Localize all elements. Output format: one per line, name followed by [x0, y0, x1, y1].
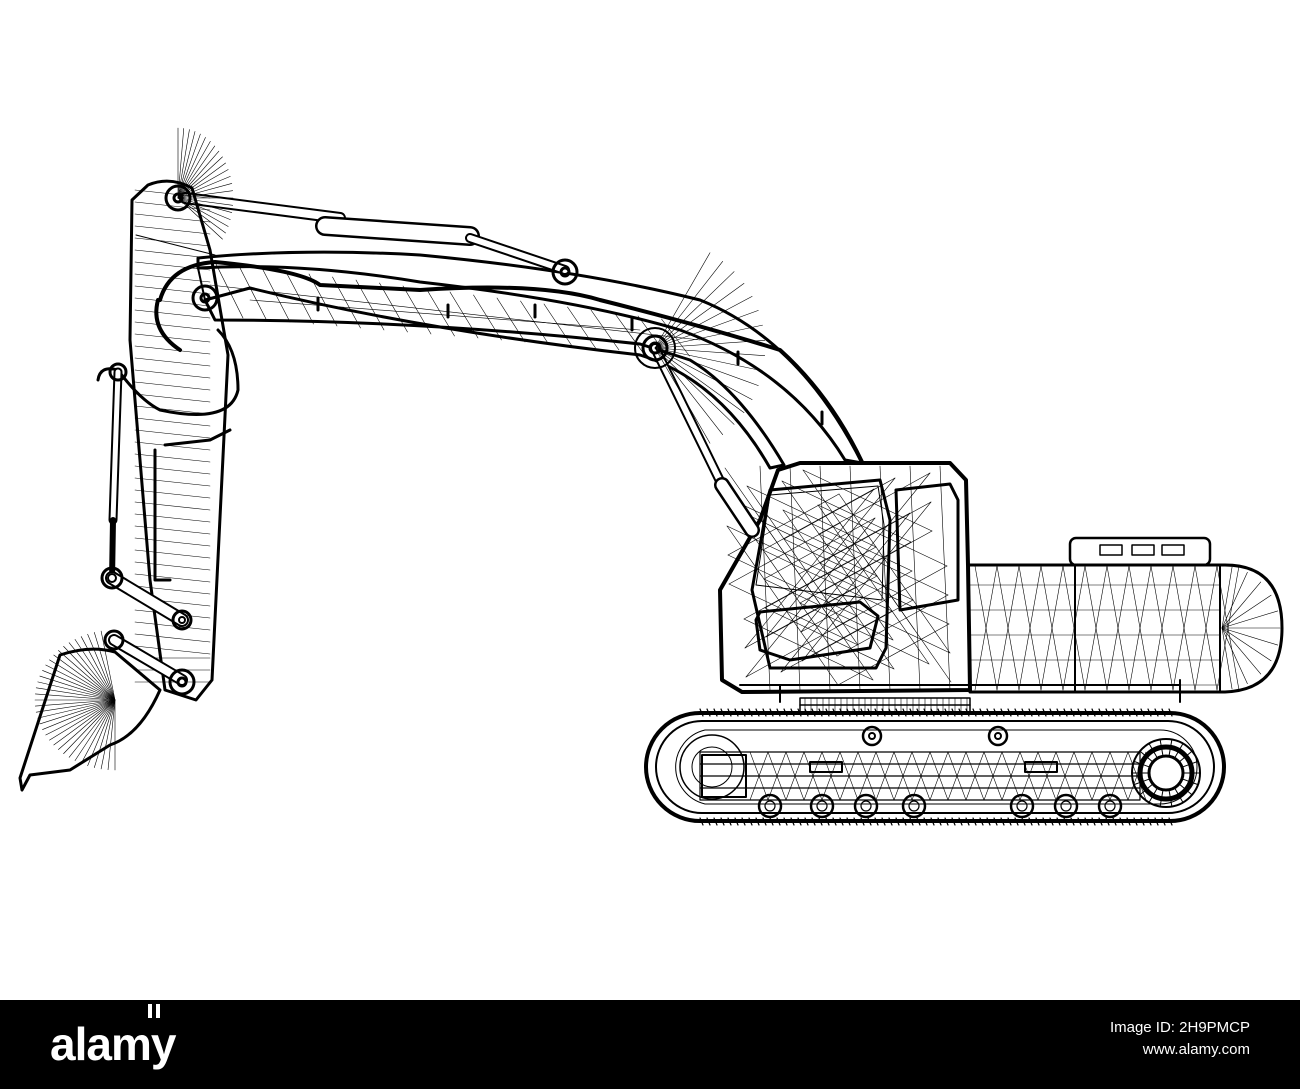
stock-footer: alamy Image ID: 2H9PMCP www.alamy.com [0, 1000, 1300, 1089]
boom-cylinder [634, 252, 766, 538]
slewing-ring [799, 697, 971, 713]
excavator-wireframe-illustration [18, 127, 1284, 826]
image-id-value: 2H9PMCP [1179, 1019, 1250, 1036]
brand-logo: alamy [50, 1018, 176, 1070]
engine-housing [966, 563, 1284, 694]
image-id-label: Image ID: [1109, 1019, 1175, 1036]
carrier-rollers [861, 725, 1009, 747]
stock-meta: Image ID: 2H9PMCP www.alamy.com [1110, 1017, 1250, 1061]
site-url: www.alamy.com [1142, 1041, 1250, 1058]
bucket-linkage [100, 566, 196, 696]
arm-cylinder [179, 192, 579, 286]
track-frame [699, 751, 1147, 801]
crawler-track [644, 708, 1226, 826]
boom-hose [154, 260, 864, 464]
drive-sprocket [1131, 738, 1201, 808]
idler-wheel [679, 734, 745, 800]
road-wheels [757, 793, 1123, 819]
cab [718, 461, 972, 694]
boom-hose-clamps [316, 296, 824, 426]
boom [191, 250, 864, 470]
engine-top-vent [1068, 536, 1212, 567]
brand-logo-mark-icon [148, 1004, 164, 1020]
bucket-cylinder [108, 362, 128, 583]
image-id-line: Image ID: 2H9PMCP [1110, 1017, 1250, 1039]
bucket [18, 630, 162, 792]
